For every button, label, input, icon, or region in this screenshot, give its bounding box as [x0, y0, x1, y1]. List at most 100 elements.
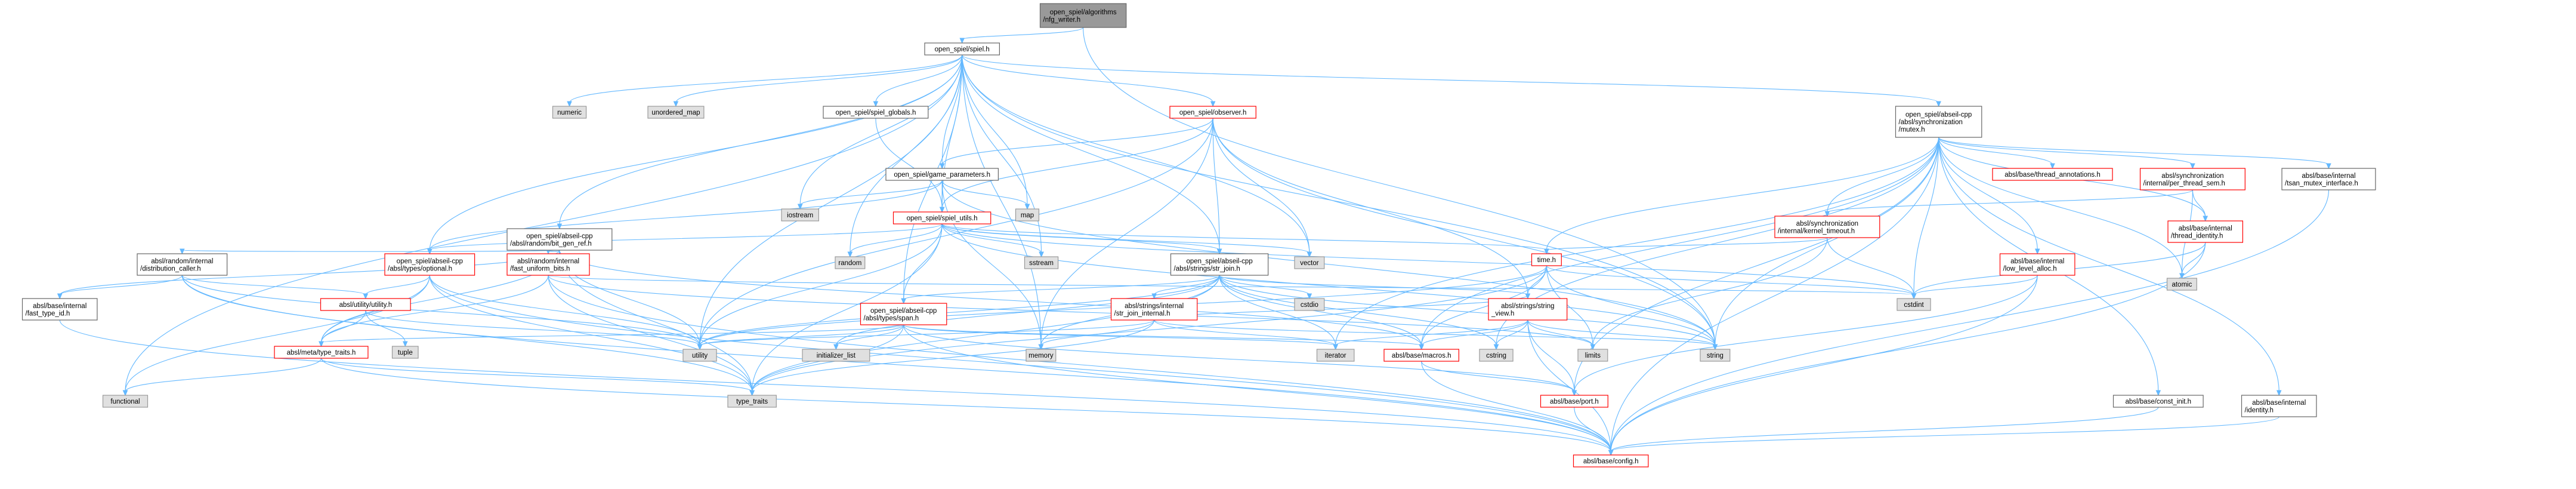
- node-label: random: [838, 260, 861, 267]
- edge-fast_type_id-to-config: [59, 319, 1614, 456]
- edge-span-to-utility: [697, 324, 904, 350]
- edge-game_params-to-optional: [427, 180, 943, 255]
- node-functional: functional: [102, 395, 149, 408]
- node-config[interactable]: absl/base/config.h: [1573, 454, 1649, 468]
- node-type_traits_h[interactable]: absl/meta/type_traits.h: [274, 346, 369, 359]
- node-label: absl/base/internal: [2302, 173, 2355, 180]
- node-str_join_internal[interactable]: absl/strings/internal/str_join_internal.…: [1110, 298, 1198, 321]
- edge-spiel-to-mutex: [962, 54, 1941, 107]
- edge-globals-to-spiel_utils: [875, 118, 945, 213]
- node-string_view[interactable]: absl/strings/string_view.h: [1488, 298, 1568, 321]
- edge-observer-to-vector: [1212, 118, 1312, 258]
- node-thread_identity[interactable]: absl/base/internal/thread_identity.h: [2167, 220, 2244, 243]
- node-globals[interactable]: open_spiel/spiel_globals.h: [823, 106, 929, 119]
- node-label: absl/strings/string: [1501, 303, 1554, 310]
- node-atomic: atomic: [2166, 278, 2197, 291]
- node-limits: limits: [1577, 349, 1608, 362]
- node-label: sstream: [1029, 260, 1054, 267]
- edge-root-to-spiel: [959, 27, 1084, 44]
- edge-string_view-to-cstring: [1493, 319, 1528, 350]
- edge-mutex-to-iterator: [1333, 137, 1939, 350]
- edge-low_level_alloc-to-config: [1608, 275, 2038, 456]
- node-label: iterator: [1325, 352, 1346, 359]
- node-string: string: [1700, 349, 1731, 362]
- node-identity[interactable]: absl/base/internal/identity.h: [2241, 395, 2317, 417]
- edge-string_view-to-limits: [1527, 319, 1596, 350]
- node-low_level_alloc[interactable]: absl/base/internal/low_level_alloc.h: [1999, 253, 2075, 276]
- node-initializer_list: initializer_list: [802, 349, 870, 362]
- node-vector: vector: [1294, 256, 1325, 269]
- node-spiel_utils[interactable]: open_spiel/spiel_utils.h: [892, 211, 992, 224]
- node-str_join[interactable]: open_spiel/abseil-cpp/absl/strings/str_j…: [1170, 253, 1269, 276]
- node-bit_gen_ref[interactable]: open_spiel/abseil-cpp/absl/random/bit_ge…: [506, 228, 613, 251]
- node-label: memory: [1028, 352, 1054, 359]
- edge-spiel-to-observer: [962, 54, 1216, 107]
- node-optional[interactable]: open_spiel/abseil-cpp/absl/types/optiona…: [384, 253, 475, 276]
- edge-spiel-to-unordered_map: [673, 54, 963, 107]
- node-label: initializer_list: [817, 352, 856, 359]
- node-label: /thread_identity.h: [2171, 232, 2223, 239]
- edge-spiel_utils-to-time: [941, 223, 1549, 255]
- node-label: /tsan_mutex_interface.h: [2285, 180, 2358, 187]
- node-random: random: [835, 256, 866, 269]
- node-root[interactable]: open_spiel/algorithms/nfg_writer.h: [1039, 3, 1127, 28]
- edge-identity-to-config: [1608, 416, 2280, 456]
- edge-span-to-iterator: [903, 324, 1338, 350]
- node-utility_h[interactable]: absl/utility/utility.h: [320, 298, 411, 311]
- node-label: absl/synchronization: [1796, 220, 1858, 227]
- node-mutex[interactable]: open_spiel/abseil-cpp/absl/synchronizati…: [1895, 106, 1982, 138]
- node-thread_annot[interactable]: absl/base/thread_annotations.h: [1992, 168, 2113, 181]
- node-label: /absl/types/span.h: [864, 315, 919, 322]
- node-per_thread_sem[interactable]: absl/synchronization/internal/per_thread…: [2139, 168, 2245, 190]
- node-label: absl/random/internal: [517, 258, 579, 265]
- node-observer[interactable]: open_spiel/observer.h: [1169, 106, 1256, 119]
- node-label: open_spiel/abseil-cpp: [1186, 258, 1252, 265]
- node-label: absl/utility/utility.h: [339, 302, 392, 309]
- edge-mutex-to-identity: [1938, 137, 2282, 396]
- node-time[interactable]: time.h: [1531, 253, 1562, 266]
- node-label: open_spiel/abseil-cpp: [1905, 112, 1972, 119]
- node-spiel[interactable]: open_spiel/spiel.h: [924, 42, 1000, 56]
- edge-str_join-to-cstdio: [1219, 275, 1312, 300]
- node-kernel_timeout[interactable]: absl/synchronization/internal/kernel_tim…: [1774, 216, 1880, 238]
- edge-mutex-to-per_thread_sem: [1938, 137, 2195, 170]
- edge-kernel_timeout-to-limits: [1590, 237, 1828, 350]
- node-label: /identity.h: [2245, 407, 2274, 414]
- node-label: type_traits: [736, 398, 768, 405]
- graph-nodes: open_spiel/algorithms/nfg_writer.h open_s…: [21, 3, 2376, 468]
- node-port[interactable]: absl/base/port.h: [1540, 395, 1608, 408]
- edge-spiel-to-map: [962, 54, 1030, 210]
- edge-spiel_utils-to-span: [901, 223, 943, 305]
- edge-per_thread_sem-to-thread_identity: [2192, 189, 2208, 222]
- node-game_params[interactable]: open_spiel/game_parameters.h: [885, 168, 999, 181]
- node-tsan[interactable]: absl/base/internal/tsan_mutex_interface.…: [2281, 168, 2376, 190]
- node-label: absl/base/internal: [2179, 225, 2232, 232]
- node-uniform_bits[interactable]: absl/random/internal/fast_uniform_bits.h: [506, 253, 590, 276]
- edge-span-to-macros: [903, 324, 1424, 350]
- node-label: open_spiel/spiel_utils.h: [907, 215, 978, 222]
- edge-optional-to-functional: [122, 275, 430, 396]
- edge-span-to-initializer_list: [833, 324, 904, 350]
- node-label: absl/base/const_init.h: [2125, 398, 2191, 405]
- node-dist_caller[interactable]: absl/random/internal/distribution_caller…: [137, 253, 228, 276]
- edge-spiel-to-bit_gen_ref: [557, 54, 963, 230]
- edge-per_thread_sem-to-kernel_timeout: [1824, 189, 2193, 217]
- node-label: /mutex.h: [1899, 127, 1925, 134]
- node-label: cstdint: [1904, 302, 1924, 309]
- edge-type_traits_h-to-type_traits: [320, 358, 755, 396]
- edge-str_join-to-str_join_internal: [1151, 275, 1220, 300]
- edge-spiel_utils-to-sstream: [941, 223, 1044, 258]
- node-const_init[interactable]: absl/base/const_init.h: [2112, 395, 2204, 408]
- edge-low_level_alloc-to-cstdint: [1911, 275, 2038, 300]
- edge-bit_gen_ref-to-fast_type_id: [57, 250, 560, 300]
- node-label: open_spiel/spiel_globals.h: [835, 109, 916, 116]
- node-label: absl/synchronization: [2161, 173, 2223, 180]
- node-label: unordered_map: [651, 109, 700, 116]
- node-fast_type_id[interactable]: absl/base/internal/fast_type_id.h: [21, 298, 98, 321]
- node-label: _view.h: [1491, 310, 1514, 317]
- node-span[interactable]: open_spiel/abseil-cpp/absl/types/span.h: [860, 303, 947, 325]
- edge-observer-to-str_join: [1212, 118, 1222, 255]
- node-macros[interactable]: absl/base/macros.h: [1383, 349, 1460, 362]
- node-numeric: numeric: [552, 106, 587, 119]
- edge-string_view-to-string: [1527, 319, 1718, 350]
